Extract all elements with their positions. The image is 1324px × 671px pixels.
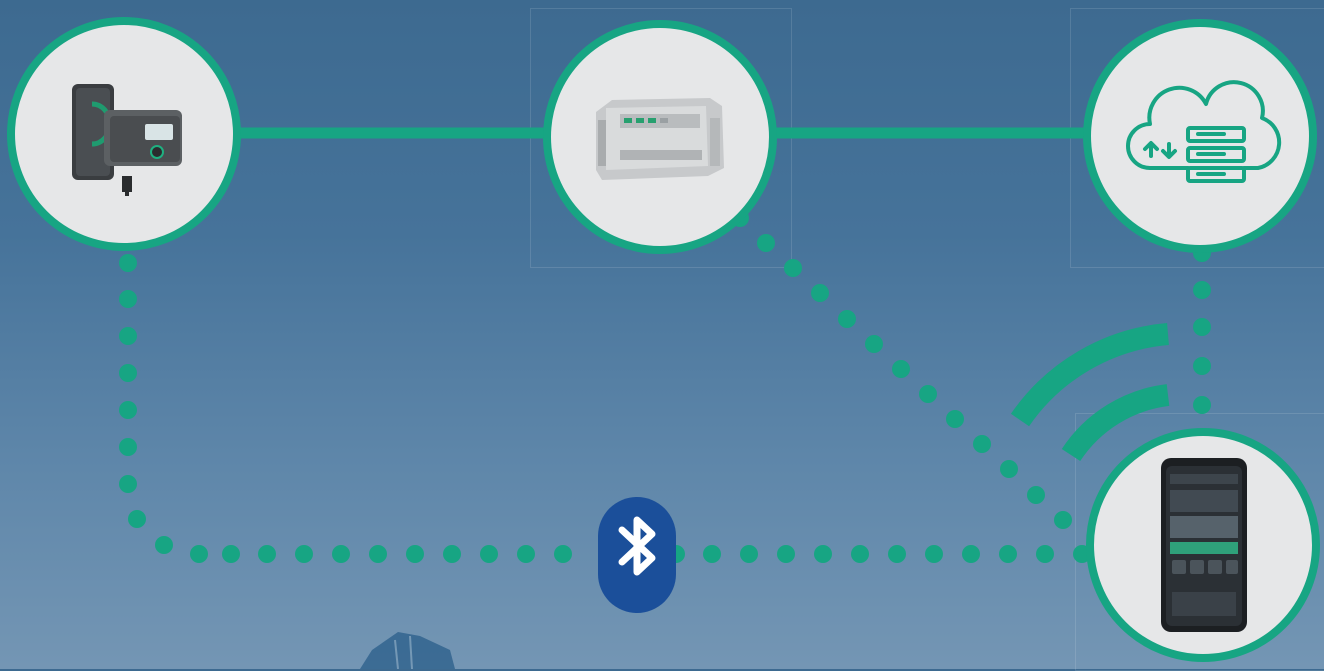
dotted-link-cloud-phone: [1193, 244, 1211, 414]
dotted-link-pump-bluetooth: [119, 254, 572, 563]
dotted-link-bluetooth-phone: [667, 545, 1091, 563]
wifi-signal-icon: [1020, 334, 1168, 455]
bluetooth-badge: [598, 497, 676, 613]
building-silhouette: [360, 632, 455, 669]
node-pump: [11, 21, 237, 247]
node-controller: [547, 24, 773, 250]
smartphone-app-icon: [1161, 458, 1247, 632]
node-cloud: [1087, 23, 1313, 249]
din-rail-controller-icon: [596, 98, 724, 180]
dotted-link-controller-phone: [731, 209, 1072, 529]
node-smartphone: [1090, 432, 1316, 658]
